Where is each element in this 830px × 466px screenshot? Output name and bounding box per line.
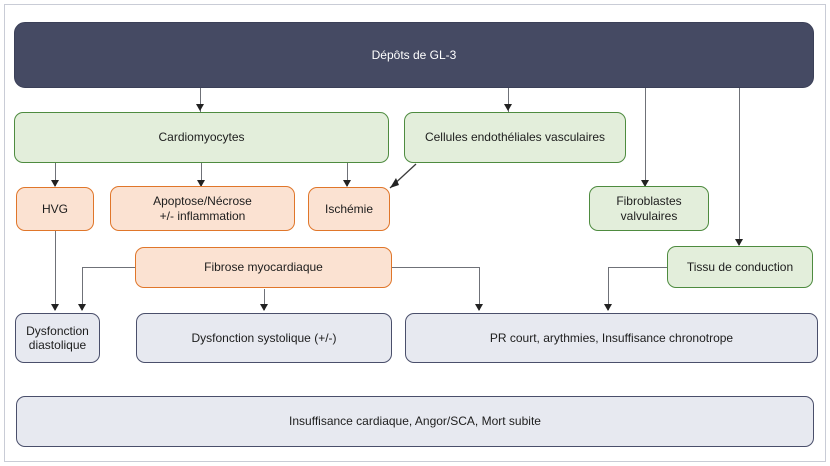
node-pr-court-arythmies[interactable]: PR court, arythmies, Insuffisance chrono… <box>405 313 818 363</box>
connector-conduction-horizontal <box>608 267 668 269</box>
node-label: Tissu de conduction <box>686 259 794 274</box>
arrowhead-apoptose <box>197 180 205 187</box>
arrowhead-fibroblastes <box>641 180 649 187</box>
node-label: Fibroblastes valvulaires <box>616 194 682 223</box>
arrowhead-systolique <box>260 304 268 311</box>
node-insuffisance-cardiaque[interactable]: Insuffisance cardiaque, Angor/SCA, Mort … <box>16 396 814 447</box>
connector-endotheliales-to-ischemie <box>389 163 417 189</box>
node-cardiomyocytes[interactable]: Cardiomyocytes <box>14 112 389 163</box>
connector-fibrose-left-horizontal <box>82 267 136 269</box>
arrowhead-hvg <box>51 180 59 187</box>
node-apoptose-necrose[interactable]: Apoptose/Nécrose +/- inflammation <box>110 186 295 231</box>
connector-fibrose-to-systolique <box>264 289 266 310</box>
connector-fibrose-left-vertical <box>82 267 84 310</box>
arrowhead-conduction <box>735 239 743 246</box>
arrowhead-endotheliales <box>504 104 512 111</box>
node-label: Fibrose myocardiaque <box>204 260 323 275</box>
connector-cardiomyocytes-to-hvg <box>55 163 57 186</box>
connector-depots-to-cardiomyocytes <box>200 88 202 112</box>
node-label: PR court, arythmies, Insuffisance chrono… <box>489 330 734 345</box>
connector-depots-to-fibroblastes <box>645 88 647 186</box>
connector-conduction-vertical <box>608 267 610 310</box>
node-label: Dysfonction diastolique <box>26 323 89 352</box>
node-label: Dépôts de GL-3 <box>371 47 457 62</box>
node-label: Insuffisance cardiaque, Angor/SCA, Mort … <box>289 414 541 429</box>
arrowhead-prcourt-left <box>475 304 483 311</box>
arrowhead-diastolique-left <box>51 304 59 311</box>
node-dysfonction-diastolique[interactable]: Dysfonction diastolique <box>15 313 100 363</box>
node-label: Dysfonction systolique (+/-) <box>191 330 337 345</box>
node-label: HVG <box>41 201 68 216</box>
node-depots-gl3[interactable]: Dépôts de GL-3 <box>14 22 814 88</box>
arrowhead-diastolique-right <box>78 304 86 311</box>
arrowhead-ischemie <box>343 180 351 187</box>
connector-fibrose-right-horizontal <box>392 267 480 269</box>
node-cellules-endotheliales[interactable]: Cellules endothéliales vasculaires <box>404 112 626 163</box>
node-label: Apoptose/Nécrose +/- inflammation <box>153 194 252 223</box>
connector-hvg-to-diastolique <box>55 231 57 310</box>
connector-depots-to-endotheliales <box>508 88 510 112</box>
connector-cardiomyocytes-to-apoptose <box>201 163 203 186</box>
arrowhead-cardiomyocytes <box>196 104 204 111</box>
connector-cardiomyocytes-to-ischemie <box>347 163 349 186</box>
node-label: Cardiomyocytes <box>158 130 245 145</box>
node-fibroblastes-valvulaires[interactable]: Fibroblastes valvulaires <box>589 186 709 231</box>
connector-depots-to-conduction <box>739 88 741 245</box>
node-hvg[interactable]: HVG <box>16 187 94 231</box>
node-ischemie[interactable]: Ischémie <box>308 187 390 231</box>
node-tissu-de-conduction[interactable]: Tissu de conduction <box>667 246 813 288</box>
node-label: Ischémie <box>324 201 374 216</box>
connector-fibrose-right-vertical <box>479 267 481 310</box>
node-label: Cellules endothéliales vasculaires <box>424 130 606 145</box>
node-dysfonction-systolique[interactable]: Dysfonction systolique (+/-) <box>136 313 392 363</box>
node-fibrose-myocardiaque[interactable]: Fibrose myocardiaque <box>135 247 392 288</box>
arrowhead-prcourt-right <box>604 304 612 311</box>
